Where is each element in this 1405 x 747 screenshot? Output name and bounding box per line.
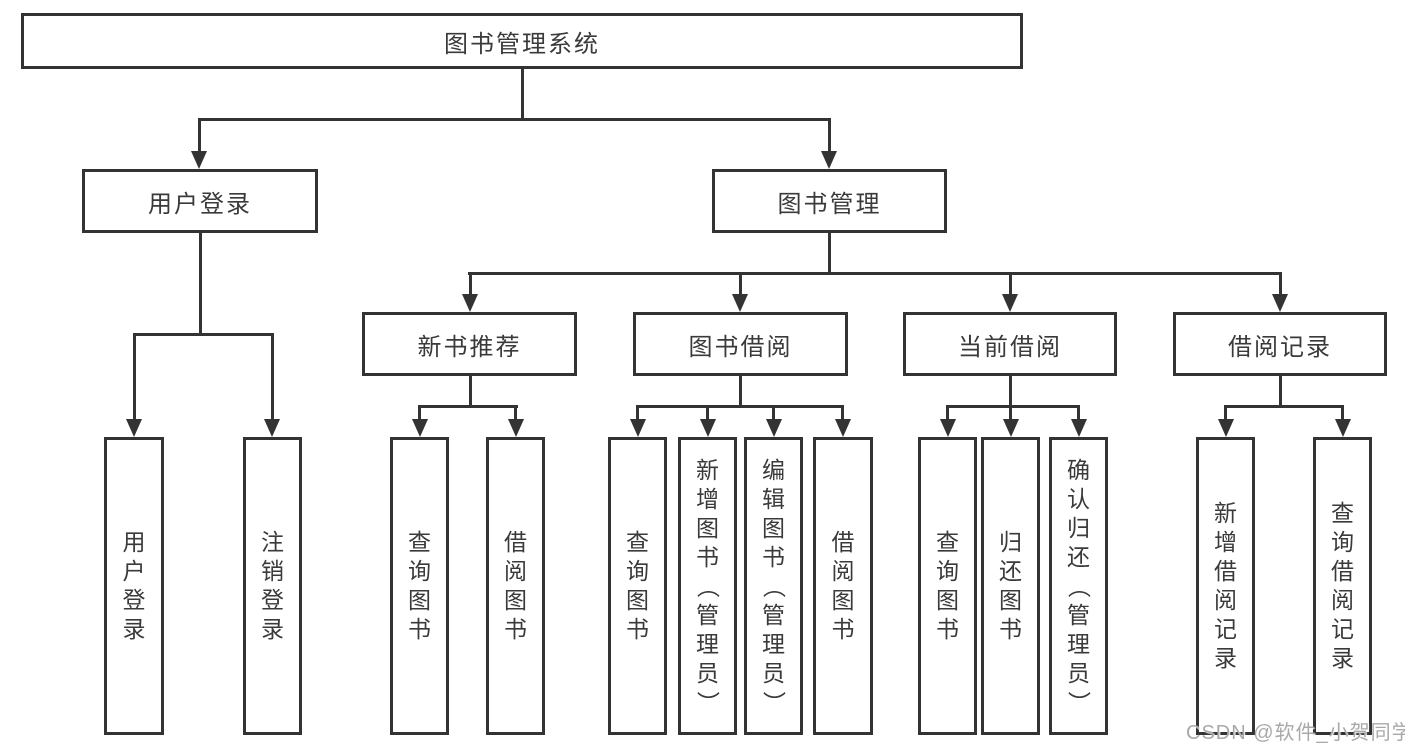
node-label: 借阅记录 — [1228, 333, 1332, 361]
node-label: 图书管理 — [777, 190, 882, 218]
arrow-down-icon — [1218, 419, 1234, 437]
node-book-management: 图书管理 — [712, 169, 947, 233]
arrow-down-icon — [1335, 419, 1351, 437]
arrow-down-icon — [462, 294, 478, 312]
node-user-login: 用户登录 — [82, 169, 318, 233]
node-borrowing-records: 借阅记录 — [1173, 312, 1387, 376]
connector-segment — [739, 376, 742, 408]
connector-segment — [1224, 405, 1344, 408]
connector-segment — [1009, 405, 1012, 421]
connector-segment — [946, 405, 1079, 408]
arrow-down-icon — [126, 419, 142, 437]
connector-segment — [469, 376, 472, 408]
connector-segment — [946, 405, 949, 421]
connector-segment — [636, 405, 844, 408]
connector-segment — [772, 405, 775, 421]
node-leaf-borrowing-query-books: 查询图书 — [608, 437, 667, 735]
node-label: 用户登录 — [148, 190, 252, 218]
node-label: 确认归还（管理员） — [1066, 456, 1092, 714]
arrow-down-icon — [940, 419, 956, 437]
arrow-down-icon — [1003, 419, 1019, 437]
node-current-borrowing: 当前借阅 — [903, 312, 1117, 376]
node-label: 编辑图书（管理员） — [761, 456, 787, 714]
arrow-down-icon — [732, 294, 748, 312]
node-label: 查询图书 — [408, 529, 431, 642]
connector-segment — [828, 118, 831, 153]
connector-segment — [1279, 272, 1282, 296]
node-new-book-recommend: 新书推荐 — [362, 312, 577, 376]
node-label: 查询借阅记录 — [1331, 500, 1354, 671]
arrow-down-icon — [821, 151, 837, 169]
connector-segment — [199, 233, 202, 336]
arrow-down-icon — [1002, 294, 1018, 312]
node-label: 归还图书 — [999, 529, 1022, 642]
connector-segment — [706, 405, 709, 421]
node-leaf-edit-books-admin: 编辑图书（管理员） — [744, 437, 803, 735]
connector-segment — [469, 272, 472, 296]
connector-segment — [133, 333, 274, 336]
node-label: 新增图书（管理员） — [695, 456, 721, 714]
connector-segment — [468, 272, 1281, 275]
node-label: 查询图书 — [626, 529, 649, 642]
arrow-down-icon — [264, 419, 280, 437]
node-leaf-recommend-query-books: 查询图书 — [390, 437, 449, 735]
arrow-down-icon — [508, 419, 524, 437]
connector-segment — [198, 118, 830, 121]
node-leaf-current-query-books: 查询图书 — [918, 437, 977, 735]
node-label: 当前借阅 — [958, 333, 1062, 361]
connector-segment — [1279, 376, 1282, 408]
connector-segment — [418, 405, 518, 408]
connector-segment — [1009, 272, 1012, 296]
node-leaf-add-borrow-record: 新增借阅记录 — [1196, 437, 1255, 735]
arrow-down-icon — [1071, 419, 1087, 437]
arrow-down-icon — [412, 419, 428, 437]
node-leaf-confirm-return-admin: 确认归还（管理员） — [1049, 437, 1108, 735]
node-label: 图书管理系统 — [444, 30, 600, 58]
node-label: 借阅图书 — [831, 529, 855, 642]
node-leaf-logout: 注销登录 — [243, 437, 302, 735]
arrow-down-icon — [630, 419, 646, 437]
connector-segment — [133, 333, 136, 419]
node-label: 用户登录 — [122, 529, 146, 642]
node-label: 新书推荐 — [417, 333, 522, 361]
connector-segment — [514, 405, 517, 421]
node-book-borrowing: 图书借阅 — [633, 312, 848, 376]
csdn-watermark: CSDN @软件_小贺同学 — [1186, 722, 1405, 744]
node-leaf-recommend-borrow-books: 借阅图书 — [486, 437, 545, 735]
node-label: 查询图书 — [936, 529, 959, 642]
node-library-management-system: 图书管理系统 — [21, 13, 1023, 69]
arrow-down-icon — [191, 151, 207, 169]
connector-segment — [1341, 405, 1344, 421]
arrow-down-icon — [700, 419, 716, 437]
node-label: 图书借阅 — [688, 333, 793, 361]
connector-segment — [636, 405, 639, 421]
connector-segment — [521, 69, 524, 121]
node-leaf-query-borrow-record: 查询借阅记录 — [1313, 437, 1372, 735]
connector-segment — [198, 118, 201, 153]
node-leaf-user-login: 用户登录 — [104, 437, 164, 735]
node-label: 借阅图书 — [504, 529, 527, 642]
connector-segment — [841, 405, 844, 421]
connector-segment — [271, 333, 274, 419]
connector-segment — [828, 233, 831, 275]
connector-segment — [1009, 376, 1012, 408]
connector-segment — [739, 272, 742, 296]
connector-segment — [1224, 405, 1227, 421]
node-label: 注销登录 — [261, 529, 284, 642]
arrow-down-icon — [835, 419, 851, 437]
node-leaf-return-books: 归还图书 — [981, 437, 1040, 735]
arrow-down-icon — [1272, 294, 1288, 312]
node-leaf-add-books-admin: 新增图书（管理员） — [678, 437, 737, 735]
connector-segment — [1077, 405, 1080, 421]
node-label: 新增借阅记录 — [1214, 500, 1237, 671]
connector-segment — [418, 405, 421, 421]
arrow-down-icon — [766, 419, 782, 437]
node-leaf-borrowing-borrow-books: 借阅图书 — [813, 437, 873, 735]
